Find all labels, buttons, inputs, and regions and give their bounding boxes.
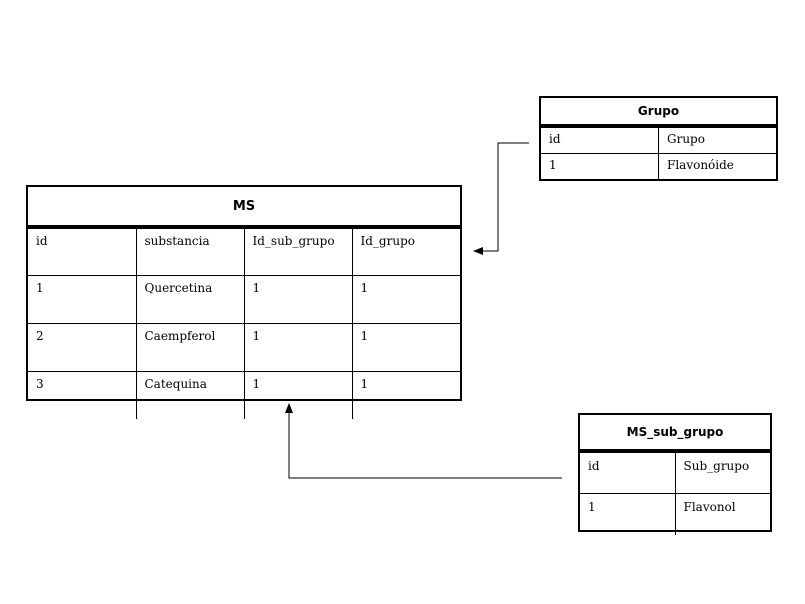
grupo-to-ms-connector: [474, 143, 529, 251]
sub-grupo-to-ms-connector: [289, 404, 562, 478]
